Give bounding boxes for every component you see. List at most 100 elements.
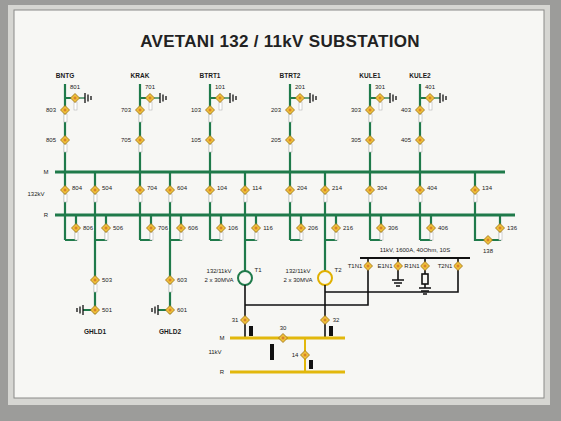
key-tag (300, 232, 303, 240)
key-lock (397, 265, 400, 268)
key-lock (289, 139, 292, 142)
key-tag (139, 144, 142, 152)
key-lock (367, 265, 370, 268)
feeder-name: BTRT1 (199, 73, 222, 80)
key-lock (64, 139, 67, 142)
label-text: R (43, 212, 49, 218)
isolator-diamond (421, 262, 430, 271)
switch-number: 204 (296, 185, 308, 191)
earth-symbol (440, 93, 446, 103)
key-tag (379, 102, 382, 110)
isolator-diamond (241, 186, 250, 195)
isolator-diamond (416, 186, 425, 195)
feeder-line (420, 84, 426, 172)
key-lock (64, 109, 67, 112)
key-lock (304, 354, 307, 357)
earth-symbol (160, 93, 166, 103)
switch-number: 116 (262, 225, 274, 231)
key-tag (289, 144, 292, 152)
key-tag (499, 232, 502, 240)
switch-number: 504 (101, 185, 113, 191)
key-lock (219, 97, 222, 100)
key-lock (169, 189, 172, 192)
switch-number: 205 (270, 137, 282, 143)
label-text: T1 (253, 267, 262, 273)
isolator-diamond (364, 262, 373, 271)
switch-number: 304 (376, 185, 388, 191)
label-text: 132/11kV (285, 268, 312, 274)
isolator-diamond (427, 224, 436, 233)
label-text: M (219, 335, 226, 341)
switch-number: 101 (214, 84, 226, 90)
transformer-symbol (238, 271, 252, 285)
t1-wire (245, 270, 368, 338)
isolator-diamond (376, 94, 385, 103)
switch-number: 305 (350, 137, 362, 143)
resistor-symbol (422, 274, 428, 284)
key-tag (75, 232, 78, 240)
key-lock (64, 189, 67, 192)
isolator-diamond (216, 94, 225, 103)
key-tag (430, 232, 433, 240)
key-lock (169, 279, 172, 282)
key-lock (419, 139, 422, 142)
key-tag (335, 232, 338, 240)
key-lock (474, 189, 477, 192)
isolator-diamond (166, 306, 175, 315)
feeder-name: BNTG (55, 73, 75, 80)
key-tag (149, 102, 152, 110)
bus-coupler (304, 338, 306, 372)
isolator-diamond (206, 186, 215, 195)
switch-number: 105 (190, 137, 202, 143)
label-text: T2N1 (437, 263, 454, 269)
isolator-diamond (321, 316, 330, 325)
isolator-diamond (286, 106, 295, 115)
key-tag (289, 114, 292, 122)
isolator-diamond (394, 262, 403, 271)
key-lock (369, 189, 372, 192)
key-tag (209, 114, 212, 122)
switch-number: 803 (45, 107, 57, 113)
key-lock (139, 139, 142, 142)
isolator-diamond (496, 224, 505, 233)
key-blocks (249, 326, 333, 369)
key-tag (209, 194, 212, 202)
switch-number: 606 (187, 225, 199, 231)
isolator-diamond (91, 186, 100, 195)
key-tag (105, 232, 108, 240)
key-lock (209, 139, 212, 142)
key-tag (299, 102, 302, 110)
key (309, 360, 313, 369)
isolator-diamond (136, 106, 145, 115)
feeder-line (210, 84, 216, 172)
key-lock (139, 189, 142, 192)
key-lock (75, 227, 78, 230)
key-tag (289, 194, 292, 202)
switch-number: 136 (506, 225, 518, 231)
label-text: E1N1 (376, 263, 393, 269)
key-lock (180, 227, 183, 230)
transformer-symbol (318, 271, 332, 285)
key-lock (139, 109, 142, 112)
key-tag (64, 194, 67, 202)
isolator-diamond (91, 276, 100, 285)
switch-number: 214 (331, 185, 343, 191)
switch-number: 603 (176, 277, 188, 283)
switch-number: 31 (231, 317, 240, 323)
isolator-diamond (166, 186, 175, 195)
isolator-diamond (332, 224, 341, 233)
key-lock (94, 279, 97, 282)
key-tag (209, 144, 212, 152)
switch-number: 801 (69, 84, 81, 90)
earth-symbol (310, 93, 316, 103)
switch-number: 138 (482, 248, 494, 254)
switch-number: 216 (342, 225, 354, 231)
11kv-busbars (230, 338, 345, 372)
frame-edge (8, 5, 550, 405)
switch-number: 404 (426, 185, 438, 191)
isolator-diamond (252, 224, 261, 233)
switch-number: 506 (112, 225, 124, 231)
isolator-diamond (61, 136, 70, 145)
earthing-bar (360, 257, 470, 259)
